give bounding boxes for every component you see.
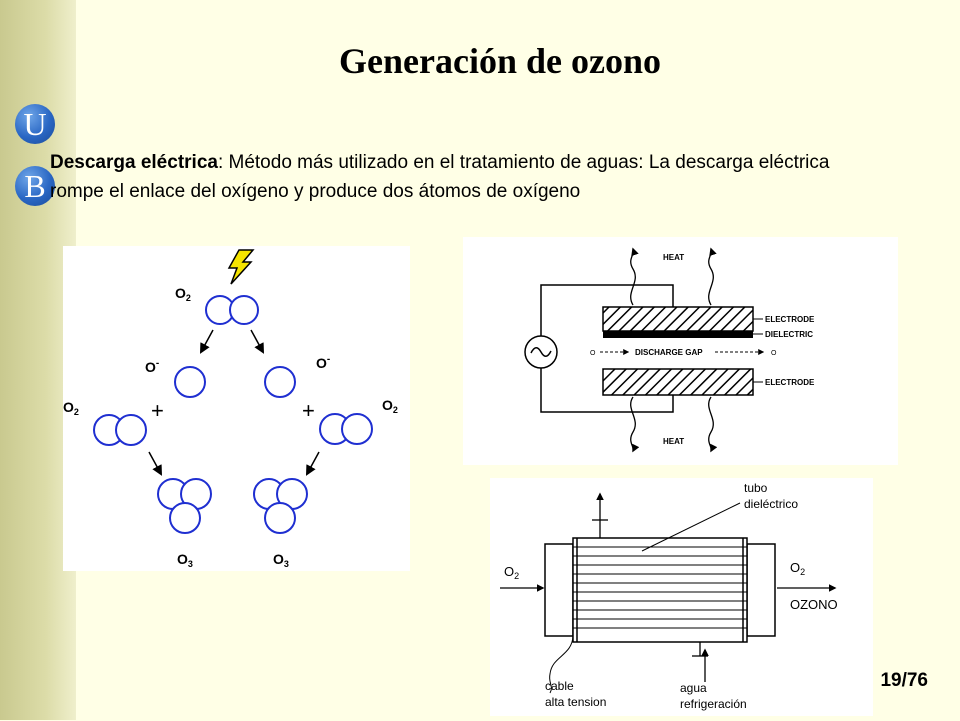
o3-left-atom-3	[169, 502, 201, 534]
label-heat-top: HEAT	[663, 253, 684, 262]
slide-title: Generación de ozono	[339, 41, 661, 81]
label-electrode-bottom: ELECTRODE	[765, 378, 815, 387]
wire-bottom	[540, 362, 674, 413]
label-discharge-gap: DISCHARGE GAP	[635, 348, 703, 357]
body-paragraph: Descarga eléctrica: Método más utilizado…	[50, 148, 850, 206]
tube-diagram: O2 O2 OZONO tubo dieléctrico cable alta …	[490, 478, 873, 716]
o2-top-atom-2	[229, 295, 259, 325]
arrow-top-left	[199, 329, 214, 354]
label-agua-2: refrigeración	[680, 697, 747, 711]
logo-u: U	[15, 104, 55, 144]
tube-inner-lines	[573, 546, 747, 629]
heat-arrow-top-2	[708, 247, 717, 306]
label-o3-out: O	[771, 350, 777, 357]
label-o2-in: O	[590, 350, 596, 357]
arrow-bottom-right	[305, 451, 320, 476]
arrow-bottom-left	[148, 451, 163, 476]
arrow-top-right	[250, 329, 265, 354]
electrode-top	[602, 306, 754, 332]
generator-diagram: HEAT HEAT O DISCHARGE GAP O ELECTRODE DI…	[463, 237, 898, 465]
reaction-diagram: O2 O- O- O2 O2 + + O3 O3	[63, 246, 410, 571]
o2-right-atom-2	[341, 413, 373, 445]
heat-arrow-bottom-2	[708, 396, 718, 453]
heat-arrow-bottom-1	[630, 396, 640, 453]
plus-right: +	[302, 398, 315, 423]
label-electrode-top: ELECTRODE	[765, 315, 815, 324]
o2-left-atom-2	[115, 414, 147, 446]
label-tubo-1: tubo	[744, 481, 768, 495]
label-cable-2: alta tension	[545, 695, 606, 709]
o3-right-atom-3	[264, 502, 296, 534]
tube-cap-left	[544, 543, 574, 637]
label-o2-out: O2	[790, 560, 805, 577]
wire-top	[540, 284, 674, 342]
label-heat-bottom: HEAT	[663, 437, 684, 446]
lightning-icon	[227, 249, 255, 285]
o-atom-left	[174, 366, 206, 398]
plus-left: +	[151, 398, 164, 423]
label-o2-in: O2	[504, 564, 519, 581]
cable-wire	[549, 635, 574, 694]
label-o3-left: O3	[177, 551, 193, 569]
label-o3-right: O3	[273, 551, 289, 569]
tube-body	[572, 537, 748, 643]
label-o-left: O-	[145, 358, 159, 375]
label-o2-left: O2	[63, 399, 79, 417]
body-term: Descarga eléctrica	[50, 152, 218, 173]
label-tubo-2: dieléctrico	[744, 497, 798, 511]
logo-b: B	[15, 166, 55, 206]
dielectric-layer	[603, 331, 753, 338]
label-o2-top: O2	[175, 285, 191, 303]
label-cable-1: cable	[545, 679, 574, 693]
body-text: : Método más utilizado en el tratamiento…	[50, 152, 830, 202]
tube-cap-right	[746, 543, 776, 637]
tubo-leader	[641, 502, 741, 552]
label-agua-1: agua	[680, 681, 707, 695]
label-o2-right: O2	[382, 397, 398, 415]
label-dielectric: DIELECTRIC	[765, 330, 813, 339]
heat-arrow-top-1	[630, 247, 639, 306]
o-atom-right	[264, 366, 296, 398]
page-number: 19/76	[880, 670, 928, 691]
label-ozono: OZONO	[790, 597, 838, 612]
electrode-bottom	[602, 368, 754, 396]
label-o-right: O-	[316, 354, 330, 371]
